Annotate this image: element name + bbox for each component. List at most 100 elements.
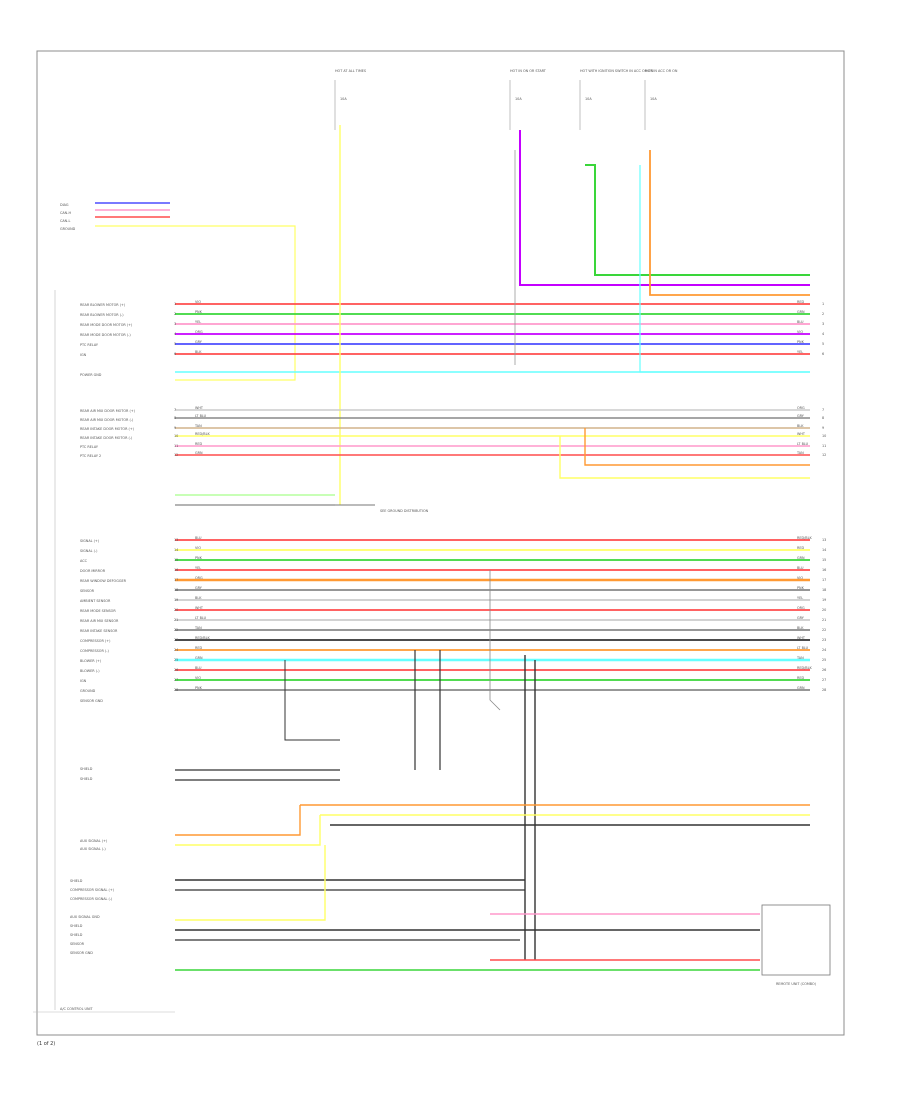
wire-code-left-17: GRY xyxy=(195,586,203,590)
wire-code-right-13: RED xyxy=(797,546,804,550)
wire-layer xyxy=(33,80,810,1013)
group1-label-2: REAR MODE DOOR MOTOR (+) xyxy=(80,323,133,327)
wire-code-right-5: YEL xyxy=(797,350,803,354)
wire-code-left-8: TAN xyxy=(194,424,202,428)
pin-right-22: 23 xyxy=(822,638,826,642)
diagram-frame xyxy=(36,50,845,1036)
group3-label-16: SENSOR GND xyxy=(80,699,103,703)
wire-code-left-3: ORG xyxy=(195,330,203,334)
group3-label-9: REAR INTAKE SENSOR xyxy=(80,629,118,633)
group3-label-8: REAR AIR MIX SENSOR xyxy=(80,619,119,623)
pin-right-16: 17 xyxy=(822,578,826,582)
wire-code-right-19: ORG xyxy=(797,606,805,610)
pin-right-21: 22 xyxy=(822,628,826,632)
pin-right-24: 25 xyxy=(822,658,826,662)
group6-label-5: SHIELD xyxy=(70,924,83,928)
wire-code-right-10: LT BLU xyxy=(797,442,809,446)
wire-code-right-26: RED xyxy=(797,676,804,680)
group6-label-8: SENSOR GND xyxy=(70,951,93,955)
group2-label-4: PTC RELAY xyxy=(80,445,99,449)
pin-left-19: 20 xyxy=(174,608,178,612)
group3-label-7: REAR MODE SENSOR xyxy=(80,609,116,613)
ground-distribution-label: SEE GROUND DISTRIBUTION xyxy=(380,509,429,513)
group4-label-1: SHIELD xyxy=(80,777,93,781)
pin-right-0: 1 xyxy=(822,302,824,306)
pin-right-8: 9 xyxy=(822,426,824,430)
ground-route xyxy=(95,225,296,381)
pin-left-3: 4 xyxy=(174,332,176,336)
group3-label-6: AMBIENT SENSOR xyxy=(80,599,111,603)
group6-label-2: COMPRESSOR SIGNAL (-) xyxy=(70,897,113,901)
group3-label-14: IGN xyxy=(80,679,87,683)
wire-code-left-14: PNK xyxy=(195,556,203,560)
wire-code-right-20: GRY xyxy=(797,616,805,620)
group1-label-1: REAR BLOWER MOTOR (-) xyxy=(80,313,124,317)
wire-code-right-25: RED/BLK xyxy=(797,666,812,670)
pin-left-4: 5 xyxy=(174,342,176,346)
wire-code-left-12: BLU xyxy=(195,536,202,540)
wire-code-left-21: TAN xyxy=(194,626,202,630)
wire-code-right-8: BLK xyxy=(797,424,804,428)
pin-left-22: 23 xyxy=(174,638,178,642)
pin-left-15: 16 xyxy=(174,568,178,572)
wire-code-right-22: WHT xyxy=(797,636,806,640)
wire-code-right-12: RED/BLK xyxy=(797,536,812,540)
wire-code-left-23: RED xyxy=(195,646,202,650)
pin-right-6: 7 xyxy=(822,408,824,412)
wire-code-right-7: GRY xyxy=(797,414,805,418)
hot-on-green xyxy=(585,164,810,276)
group3-label-12: BLOWER (+) xyxy=(80,659,102,663)
wire-code-left-15: YEL xyxy=(195,566,201,570)
pin-right-7: 8 xyxy=(822,416,824,420)
wire-code-left-25: BLU xyxy=(195,666,202,670)
pin-right-27: 28 xyxy=(822,688,826,692)
pin-left-7: 8 xyxy=(174,416,176,420)
wire-code-right-11: TAN xyxy=(796,451,804,455)
hot-acc-orange xyxy=(649,150,810,296)
group6-label-6: SHIELD xyxy=(70,933,83,937)
pin-left-0: 1 xyxy=(174,302,176,306)
wire-code-right-17: PNK xyxy=(797,586,805,590)
group3-label-10: COMPRESSOR (+) xyxy=(80,639,111,643)
wire-code-left-27: PNK xyxy=(195,686,203,690)
ac-control-unit-label: A/C CONTROL UNIT xyxy=(60,1007,94,1011)
upper-left-label-2: CAN-L xyxy=(60,219,70,223)
pin-left-2: 3 xyxy=(174,322,176,326)
group6-label-7: SENSOR xyxy=(70,942,85,946)
group5-label-1: AUX SIGNAL (-) xyxy=(80,847,106,851)
pin-left-6: 7 xyxy=(174,408,176,412)
wire-code-right-14: GRN xyxy=(797,556,805,560)
hot-cyan-drop xyxy=(639,165,810,373)
source-label-2: HOT WITH IGNITION SWITCH IN ACC OR ON xyxy=(580,69,654,73)
pin-right-1: 2 xyxy=(822,312,824,316)
hot-acc-violet xyxy=(519,130,810,286)
upper-left-label-3: GROUND xyxy=(60,227,76,231)
pin-left-23: 24 xyxy=(174,648,178,652)
group6-label-0: SHIELD xyxy=(70,879,83,883)
pin-right-26: 27 xyxy=(822,678,826,682)
pin-right-2: 3 xyxy=(822,322,824,326)
group4-label-0: SHIELD xyxy=(80,767,93,771)
pin-right-15: 16 xyxy=(822,568,826,572)
group3-label-13: BLOWER (-) xyxy=(80,669,100,673)
wire-code-left-7: LT BLU xyxy=(195,414,207,418)
group3-label-1: SIGNAL (-) xyxy=(80,549,98,553)
group3-label-15: GROUND xyxy=(80,689,96,693)
group2-label-0: REAR AIR MIX DOOR MOTOR (+) xyxy=(80,409,136,413)
group2-label-5: PTC RELAY 2 xyxy=(80,454,101,458)
wire-code-left-6: WHT xyxy=(195,406,204,410)
pin-right-13: 14 xyxy=(822,548,826,552)
pin-right-3: 4 xyxy=(822,332,824,336)
group2-label-3: REAR INTAKE DOOR MOTOR (-) xyxy=(80,436,133,440)
pin-left-5: 6 xyxy=(174,352,176,356)
pin-left-21: 22 xyxy=(174,628,178,632)
wire-code-right-1: GRN xyxy=(797,310,805,314)
group1-label-4: PTC RELAY xyxy=(80,343,99,347)
group3-label-2: ACC xyxy=(80,559,88,563)
fuse-label-0: 10A xyxy=(340,97,347,101)
bottom-yellow-route xyxy=(175,845,326,921)
pin-left-14: 15 xyxy=(174,558,178,562)
pin-left-1: 2 xyxy=(174,312,176,316)
upper-left-label-1: CAN-H xyxy=(60,211,71,215)
